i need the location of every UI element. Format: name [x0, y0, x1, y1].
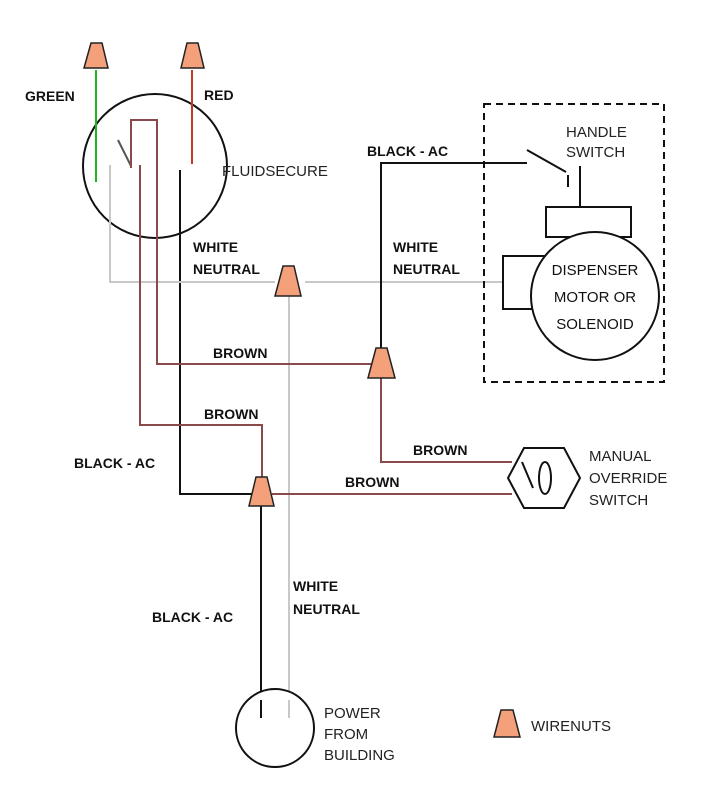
label-neutral-bottom: NEUTRAL — [293, 601, 360, 617]
label-white-left: WHITE — [193, 239, 238, 255]
label-power: POWER — [324, 705, 381, 722]
wirenut-icon — [248, 476, 275, 507]
label-building: BUILDING — [324, 747, 395, 764]
label-brown-2: BROWN — [204, 406, 258, 422]
label-from: FROM — [324, 726, 368, 743]
label-fluidsecure: FLUIDSECURE — [222, 163, 328, 180]
label-neutral-right: NEUTRAL — [393, 261, 460, 277]
black-ac-wire-top — [380, 162, 527, 350]
label-manual: MANUAL — [589, 448, 652, 465]
brown-wire-2 — [139, 165, 263, 480]
label-white-bottom: WHITE — [293, 578, 338, 594]
handle-switch-blade — [526, 149, 567, 173]
label-neutral-left: NEUTRAL — [193, 261, 260, 277]
label-switch-2: SWITCH — [589, 492, 648, 509]
wirenut-icon — [367, 347, 396, 379]
label-brown-3: BROWN — [413, 442, 467, 458]
fluidsecure-unit — [82, 93, 228, 239]
label-white-right: WHITE — [393, 239, 438, 255]
dispenser-enclosure — [483, 103, 665, 383]
label-brown-4: BROWN — [345, 474, 399, 490]
wirenut-icon — [493, 709, 521, 738]
white-neutral-wire-fluidsecure — [109, 165, 275, 283]
wirenut-icon — [83, 42, 109, 69]
label-override: OVERRIDE — [589, 470, 667, 487]
label-dispenser: DISPENSER — [552, 262, 639, 279]
label-brown-1: BROWN — [213, 345, 267, 361]
label-switch: SWITCH — [566, 144, 625, 161]
black-wire-fluidsecure — [179, 170, 253, 495]
power-from-building — [235, 688, 315, 768]
label-red: RED — [204, 87, 234, 103]
label-wirenuts: WIRENUTS — [531, 718, 611, 735]
brown-wire-3 — [380, 378, 512, 463]
label-green: GREEN — [25, 88, 75, 104]
manual-override-switch — [506, 447, 582, 509]
label-motor-or: MOTOR OR — [554, 289, 636, 306]
label-black-ac-mid: BLACK - AC — [74, 455, 155, 471]
label-black-ac-bottom: BLACK - AC — [152, 609, 233, 625]
fluidsecure-switch-contact — [117, 139, 132, 167]
override-switch-contact — [521, 461, 534, 489]
dispenser-motor — [530, 231, 660, 361]
brown-wire-1 — [130, 119, 372, 365]
toggle-switch-icon — [538, 461, 552, 495]
wirenut-icon — [180, 42, 205, 69]
label-black-ac-top: BLACK - AC — [367, 143, 448, 159]
label-handle: HANDLE — [566, 124, 627, 141]
label-solenoid: SOLENOID — [556, 316, 634, 333]
wirenut-icon — [274, 265, 302, 297]
